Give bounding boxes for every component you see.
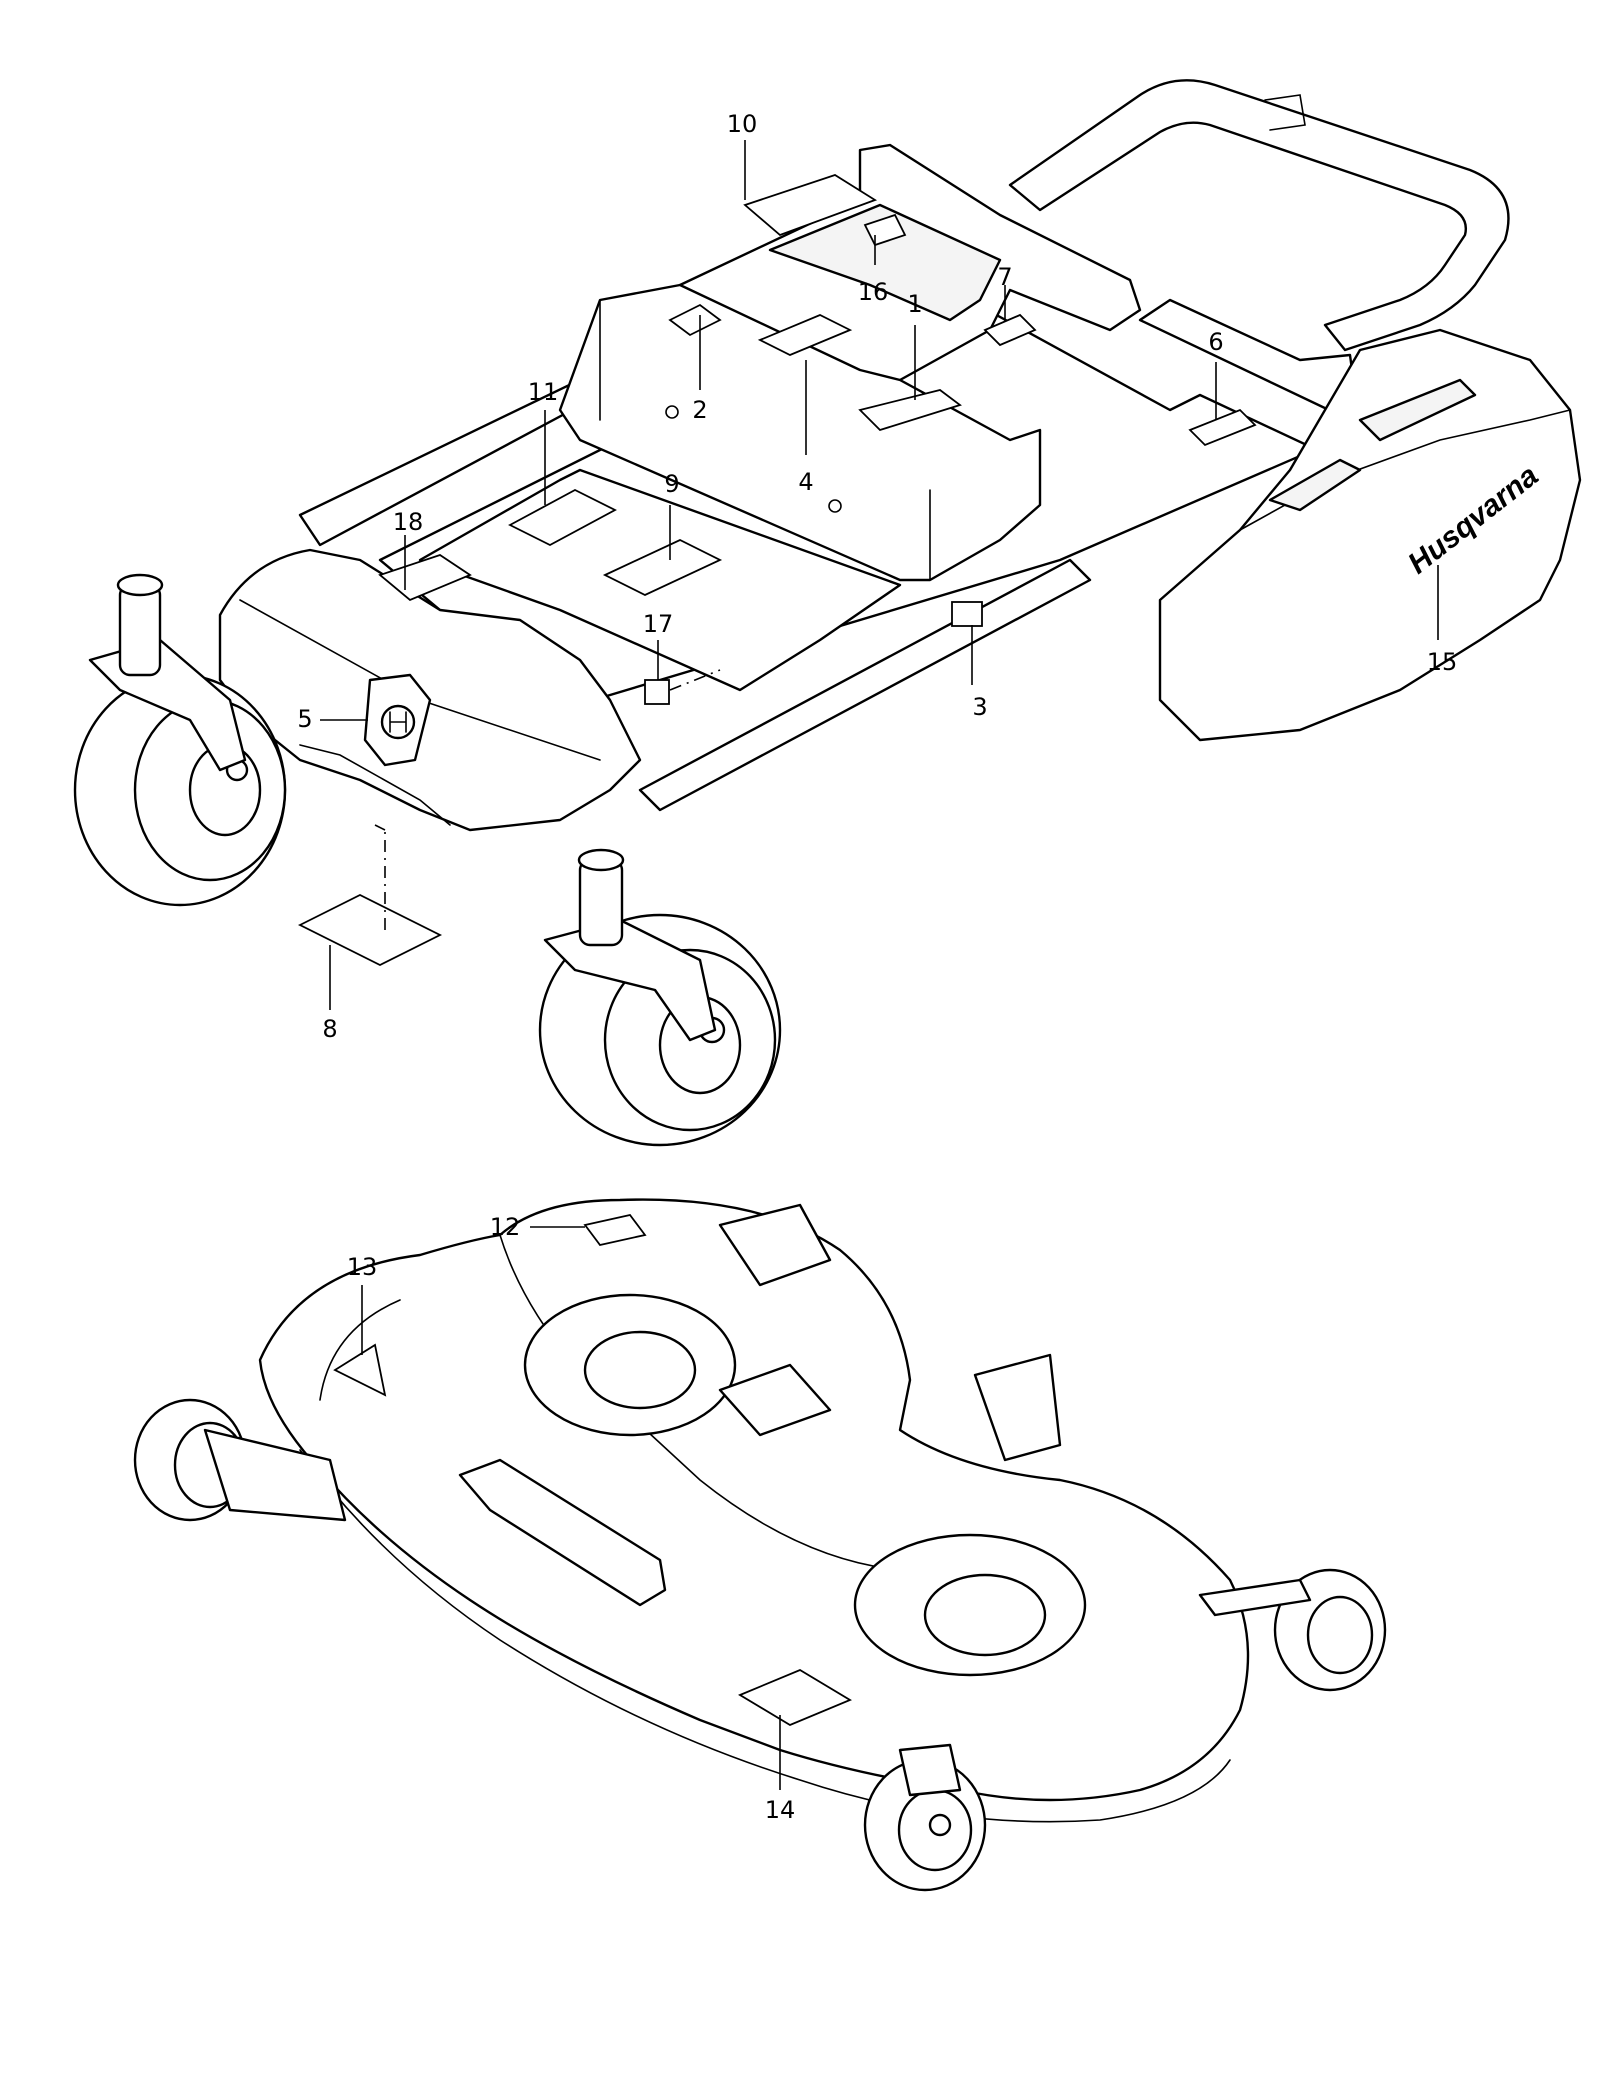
callout-9: 9 — [664, 470, 679, 498]
callout-15: 15 — [1427, 648, 1458, 676]
callout-6: 6 — [1208, 328, 1223, 356]
decal-7 — [983, 313, 1037, 347]
decal-14 — [738, 1668, 852, 1727]
deck-hanger-center — [718, 1363, 832, 1437]
handle-grip-line — [1264, 94, 1306, 131]
decal-8 — [297, 893, 443, 967]
callout-1: 1 — [907, 290, 922, 318]
front-cowl — [218, 548, 642, 832]
callout-2: 2 — [692, 396, 707, 424]
callout-labels: 1 2 3 4 5 6 7 8 9 10 11 12 13 14 15 16 1… — [297, 110, 1457, 1824]
decal-10 — [743, 174, 878, 237]
decal-1 — [858, 389, 962, 432]
fender-vent-2 — [1358, 378, 1477, 442]
right-spindle-hub — [923, 1573, 1047, 1657]
decal-18 — [378, 554, 472, 602]
decal-8-placement-line — [374, 824, 386, 930]
callout-4: 4 — [798, 468, 813, 496]
chassis-assembly: Husqvarna — [73, 79, 1582, 1147]
callout-8: 8 — [322, 1015, 337, 1043]
decal-4 — [757, 314, 853, 356]
callout-3: 3 — [972, 693, 987, 721]
deck-wheel-right — [1198, 1568, 1387, 1692]
deck-lower-skirt — [299, 1449, 1231, 1823]
deck-bracket-rear-right — [973, 1353, 1062, 1462]
decal-2 — [668, 303, 722, 337]
decal-6 — [1188, 408, 1257, 447]
decal-17-placement-line — [669, 669, 721, 691]
callout-13: 13 — [347, 1253, 378, 1281]
decal-13 — [333, 1343, 387, 1397]
callout-14: 14 — [765, 1796, 796, 1824]
deck-wheel-left — [133, 1398, 347, 1522]
right-caster-fork — [543, 918, 717, 1042]
callout-7: 7 — [997, 263, 1012, 291]
callout-12: 12 — [490, 1213, 521, 1241]
deck-rim — [319, 1234, 901, 1571]
decal-3 — [951, 601, 983, 627]
deck-bracket-rear-left — [718, 1203, 832, 1287]
mower-deck-assembly — [133, 1198, 1387, 1892]
callout-10: 10 — [727, 110, 758, 138]
deck-wheel-front — [863, 1743, 987, 1892]
deck-arm-bracket — [458, 1458, 667, 1607]
tunnel-edge — [599, 299, 1041, 581]
mount-hole-left — [665, 405, 679, 419]
rear-fender — [1158, 328, 1582, 742]
left-spindle-hub — [583, 1330, 697, 1410]
front-right-caster-wheel — [538, 848, 782, 1147]
decal-12 — [583, 1213, 647, 1247]
left-caster-post — [118, 583, 162, 677]
cowl-lower-lip — [299, 744, 451, 826]
decal-17 — [644, 679, 670, 705]
right-caster-post — [578, 858, 624, 947]
front-left-caster-wheel — [73, 573, 287, 907]
rear-handle-bar — [1008, 79, 1510, 352]
fender-vent-1 — [1268, 458, 1362, 512]
leader-lines — [320, 140, 1439, 1790]
callout-17: 17 — [643, 610, 674, 638]
mount-hole-right — [828, 499, 842, 513]
badge-logo-glyph — [389, 711, 407, 733]
seat-well — [768, 203, 1002, 322]
callout-18: 18 — [393, 508, 424, 536]
decal-11 — [508, 488, 617, 547]
callout-16: 16 — [858, 278, 889, 306]
callout-11: 11 — [528, 378, 559, 406]
decal-9 — [602, 539, 723, 596]
callout-5: 5 — [297, 705, 312, 733]
deck-shell — [258, 1198, 1250, 1802]
